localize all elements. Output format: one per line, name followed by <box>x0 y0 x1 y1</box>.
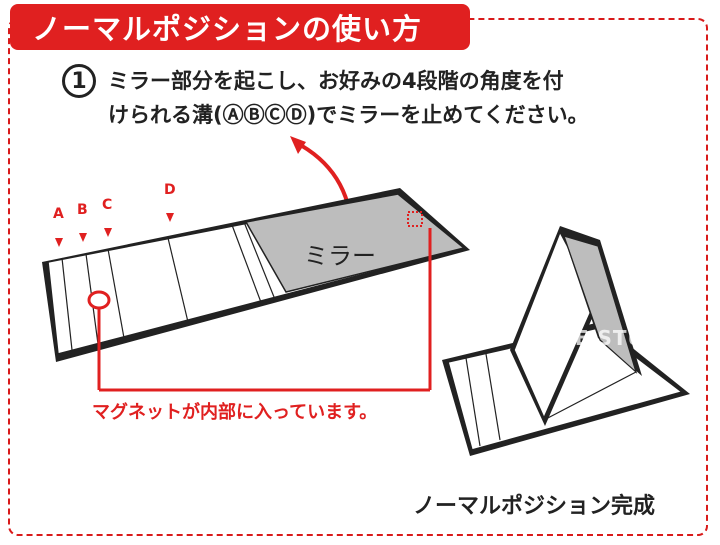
title-banner: ノーマルポジションの使い方 <box>10 4 470 50</box>
completed-label: ノーマルポジション完成 <box>413 494 656 519</box>
marker-b: B <box>77 202 88 218</box>
marker-c: C <box>102 197 113 213</box>
step-number-badge: 1 <box>62 64 96 98</box>
magnet-note: マグネットが内部に入っています。 <box>92 402 378 423</box>
marker-d: D <box>164 182 176 198</box>
mirror-label: ミラー <box>304 242 376 270</box>
watermark-logo: LIFE STUDIO <box>538 326 689 350</box>
step-text-line-2: けられる溝(ⒶⒷⒸⒹ)でミラーを止めてください。 <box>108 103 589 127</box>
magnet-marker-icon <box>87 290 111 310</box>
marker-b-pointer <box>79 233 87 242</box>
mirror-panel <box>244 193 466 293</box>
completed-stand <box>442 226 690 456</box>
marker-c-pointer <box>104 228 112 237</box>
step-text: ミラー部分を起こし、お好みの4段階の角度を付 けられる溝(ⒶⒷⒸⒹ)でミラーを止… <box>108 64 698 132</box>
page-title: ノーマルポジションの使い方 <box>32 12 423 46</box>
marker-a-pointer <box>55 238 63 247</box>
marker-d-pointer <box>166 213 174 222</box>
marker-a: A <box>53 206 64 222</box>
arrow-head-icon <box>290 136 306 154</box>
flat-stand <box>42 188 470 362</box>
step-text-line-1: ミラー部分を起こし、お好みの4段階の角度を付 <box>108 69 564 93</box>
